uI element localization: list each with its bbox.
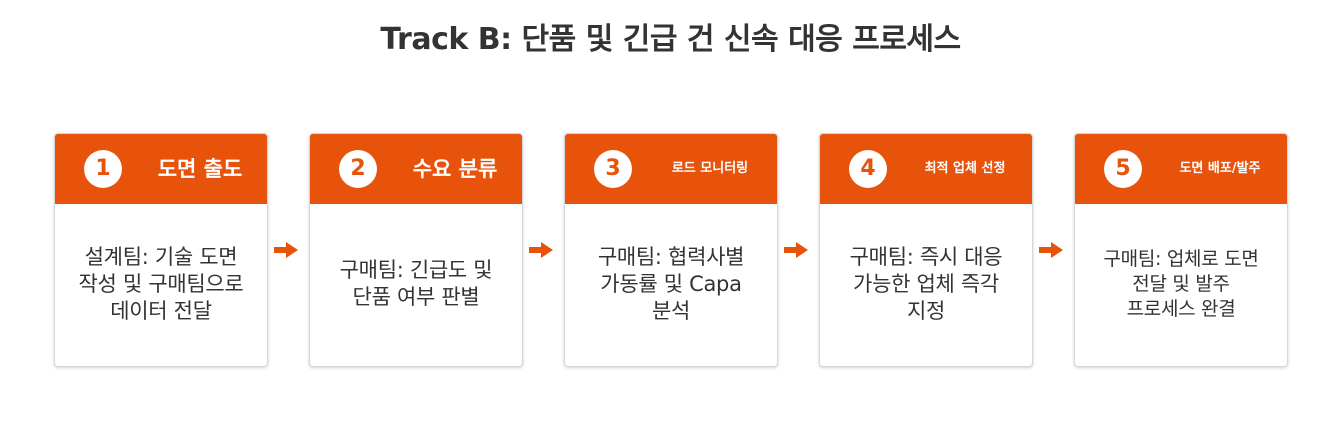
step-description-4: 구매팀: 즉시 대응 가능한 업체 즉각 지정 xyxy=(849,244,1003,323)
step-label-2: 수요 분류 xyxy=(412,157,498,181)
step-header-5: 5 도면 배포/발주 xyxy=(1075,134,1287,204)
step-header-3: 3 로드 모니터링 xyxy=(565,134,777,204)
step-header-2: 2 수요 분류 xyxy=(310,134,522,204)
step-description-5: 구매팀: 업체로 도면 전달 및 발주 프로세스 완결 xyxy=(1103,247,1259,320)
step-number-1: 1 xyxy=(84,150,122,188)
step-description-2: 구매팀: 긴급도 및 단품 여부 판별 xyxy=(339,258,493,309)
step-label-4: 최적 업체 선정 xyxy=(924,161,1006,176)
right-arrow-icon xyxy=(529,242,553,258)
step-description-3: 구매팀: 협력사별 가동률 및 Capa 분석 xyxy=(597,244,745,323)
step-label-3: 로드 모니터링 xyxy=(671,161,749,176)
step-number-3: 3 xyxy=(594,150,632,188)
step-header-4: 4 최적 업체 선정 xyxy=(820,134,1032,204)
step-header-1: 1 도면 출도 xyxy=(55,134,267,204)
step-number-2: 2 xyxy=(339,150,377,188)
step-description-1: 설계팀: 기술 도면 작성 및 구매팀으로 데이터 전달 xyxy=(78,244,244,323)
right-arrow-icon xyxy=(784,242,808,258)
step-label-1: 도면 출도 xyxy=(157,157,243,181)
step-card-3: 3 로드 모니터링 구매팀: 협력사별 가동률 및 Capa 분석 xyxy=(564,133,778,367)
step-card-2: 2 수요 분류 구매팀: 긴급도 및 단품 여부 판별 xyxy=(309,133,523,367)
step-label-5: 도면 배포/발주 xyxy=(1179,161,1261,176)
step-card-1: 1 도면 출도 설계팀: 기술 도면 작성 및 구매팀으로 데이터 전달 xyxy=(54,133,268,367)
right-arrow-icon xyxy=(274,242,298,258)
step-card-5: 5 도면 배포/발주 구매팀: 업체로 도면 전달 및 발주 프로세스 완결 xyxy=(1074,133,1288,367)
step-number-5: 5 xyxy=(1104,150,1142,188)
diagram-title: Track B: 단품 및 긴급 건 신속 대응 프로세스 xyxy=(380,22,961,57)
step-number-4: 4 xyxy=(849,150,887,188)
right-arrow-icon xyxy=(1039,242,1063,258)
step-card-4: 4 최적 업체 선정 구매팀: 즉시 대응 가능한 업체 즉각 지정 xyxy=(819,133,1033,367)
